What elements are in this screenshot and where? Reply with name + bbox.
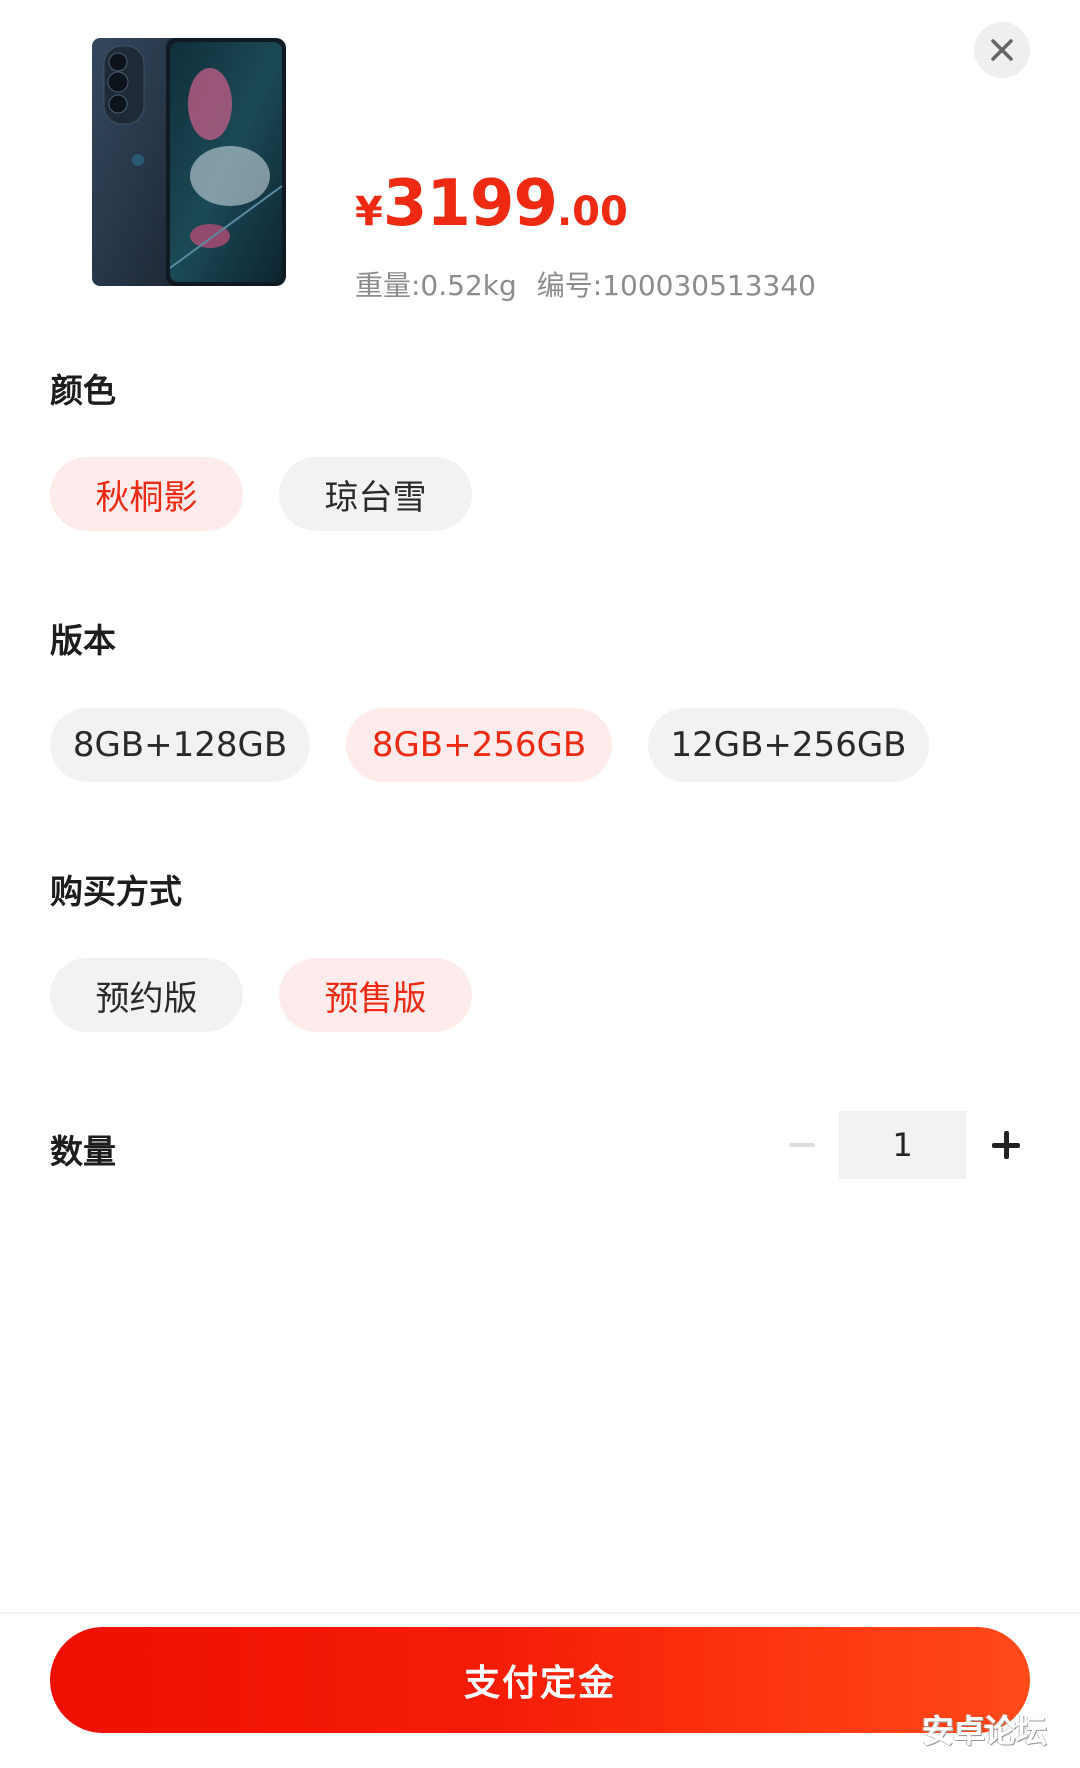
option-color-2[interactable]: 琼台雪 [279, 457, 472, 531]
footer-divider [0, 1612, 1080, 1614]
decrement-button[interactable] [782, 1111, 822, 1179]
minus-icon [789, 1143, 815, 1147]
option-purchase-1[interactable]: 预约版 [50, 958, 243, 1032]
plus-icon-vertical [1003, 1131, 1009, 1159]
quantity-value[interactable]: 1 [839, 1111, 966, 1179]
product-price: ¥3199.00 [355, 172, 628, 236]
watermark: 安卓论坛 [922, 1712, 1047, 1750]
option-color-1[interactable]: 秋桐影 [50, 457, 243, 531]
quantity-stepper: 1 [782, 1111, 1026, 1179]
color-options: 秋桐影 琼台雪 [50, 457, 472, 531]
section-label-color: 颜色 [50, 371, 116, 410]
increment-button[interactable] [986, 1111, 1026, 1179]
version-options: 8GB+128GB 8GB+256GB 12GB+256GB [50, 708, 929, 782]
section-label-version: 版本 [50, 621, 116, 660]
currency-symbol: ¥ [355, 189, 383, 235]
close-button[interactable] [974, 22, 1030, 78]
product-meta: 重量:0.52kg 编号:100030513340 [355, 264, 816, 304]
product-weight: 重量:0.52kg [355, 269, 517, 302]
price-integer: 3199 [382, 167, 558, 241]
option-version-1[interactable]: 8GB+128GB [50, 708, 310, 782]
section-label-purchase: 购买方式 [50, 872, 182, 911]
close-icon [991, 39, 1013, 61]
product-sku: 编号:100030513340 [536, 269, 816, 302]
option-purchase-2[interactable]: 预售版 [279, 958, 472, 1032]
product-image [90, 36, 288, 288]
purchase-options: 预约版 预售版 [50, 958, 472, 1032]
section-label-quantity: 数量 [50, 1132, 116, 1171]
price-decimal: .00 [556, 189, 628, 235]
option-version-3[interactable]: 12GB+256GB [648, 708, 929, 782]
option-version-2[interactable]: 8GB+256GB [346, 708, 612, 782]
pay-deposit-button[interactable]: 支付定金 [50, 1627, 1030, 1733]
